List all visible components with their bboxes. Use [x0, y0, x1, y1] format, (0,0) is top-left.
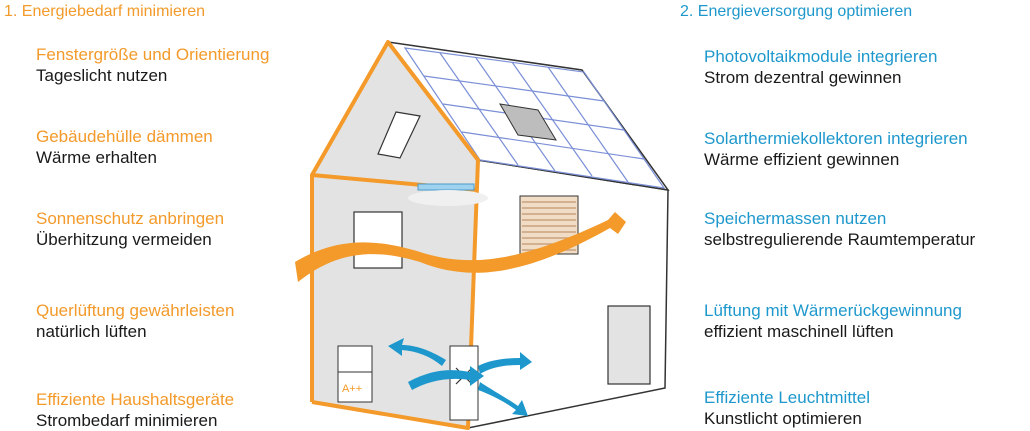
left-item-appliances: Effiziente Haushaltsgeräte Strombedarf m… — [36, 389, 234, 431]
cross-ventilation-airflow — [295, 212, 626, 282]
item-title: Photovoltaikmodule integrieren — [704, 47, 938, 66]
right-heading: 2. Energieversorgung optimieren — [680, 3, 913, 20]
right-item-heat-recovery: Lüftung mit Wärmerückgewinnung effizient… — [704, 300, 962, 342]
item-subtitle: Tageslicht nutzen — [36, 66, 168, 85]
left-item-cross-ventilation: Querlüftung gewährleisten natürlich lüft… — [36, 300, 234, 342]
front-window — [353, 211, 403, 269]
item-subtitle: Strom dezentral gewinnen — [704, 68, 902, 87]
right-item-lighting: Effiziente Leuchtmittel Kunstlicht optim… — [704, 387, 870, 429]
item-subtitle: natürlich lüften — [36, 322, 147, 341]
item-title: Speichermassen nutzen — [704, 209, 887, 228]
item-title: Solarthermiekollektoren integrieren — [704, 129, 968, 148]
light-cone — [408, 190, 488, 206]
skylight-window — [377, 111, 421, 159]
left-item-sun-shading: Sonnenschutz anbringen Überhitzung verme… — [36, 208, 224, 250]
item-title: Lüftung mit Wärmerückgewinnung — [704, 301, 962, 320]
item-subtitle: selbstregulierende Raumtemperatur — [704, 230, 976, 249]
item-title: Querlüftung gewährleisten — [36, 301, 235, 320]
item-subtitle: Strombedarf minimieren — [36, 411, 218, 430]
left-heading: 1. Energiebedarf minimieren — [4, 3, 205, 20]
led-light — [417, 183, 475, 191]
item-title: Effiziente Haushaltsgeräte — [36, 390, 235, 409]
item-subtitle: Überhitzung vermeiden — [36, 230, 212, 249]
item-title: Fenstergröße und Orientierung — [36, 45, 270, 64]
item-subtitle: effizient maschinell lüften — [704, 322, 894, 341]
heat-recovery-airflow — [388, 338, 532, 416]
item-subtitle: Wärme effizient gewinnen — [704, 150, 900, 169]
fridge-appliance — [337, 345, 373, 403]
left-item-window-size: Fenstergröße und Orientierung Tageslicht… — [36, 44, 269, 86]
item-title: Effiziente Leuchtmittel — [704, 388, 870, 407]
side-door — [607, 305, 651, 385]
right-item-photovoltaic: Photovoltaikmodule integrieren Strom dez… — [704, 46, 937, 88]
item-subtitle: Wärme erhalten — [36, 148, 157, 167]
right-item-thermal-mass: Speichermassen nutzen selbstregulierende… — [704, 208, 975, 250]
right-item-solar-thermal: Solarthermiekollektoren integrieren Wärm… — [704, 128, 968, 170]
item-subtitle: Kunstlicht optimieren — [704, 409, 862, 428]
solar-thermal-collector — [499, 103, 557, 141]
left-item-insulation: Gebäudehülle dämmen Wärme erhalten — [36, 126, 213, 168]
item-title: Gebäudehülle dämmen — [36, 127, 213, 146]
item-title: Sonnenschutz anbringen — [36, 209, 225, 228]
insulation-outline — [310, 40, 480, 430]
appliance-label: A++ — [342, 383, 362, 395]
